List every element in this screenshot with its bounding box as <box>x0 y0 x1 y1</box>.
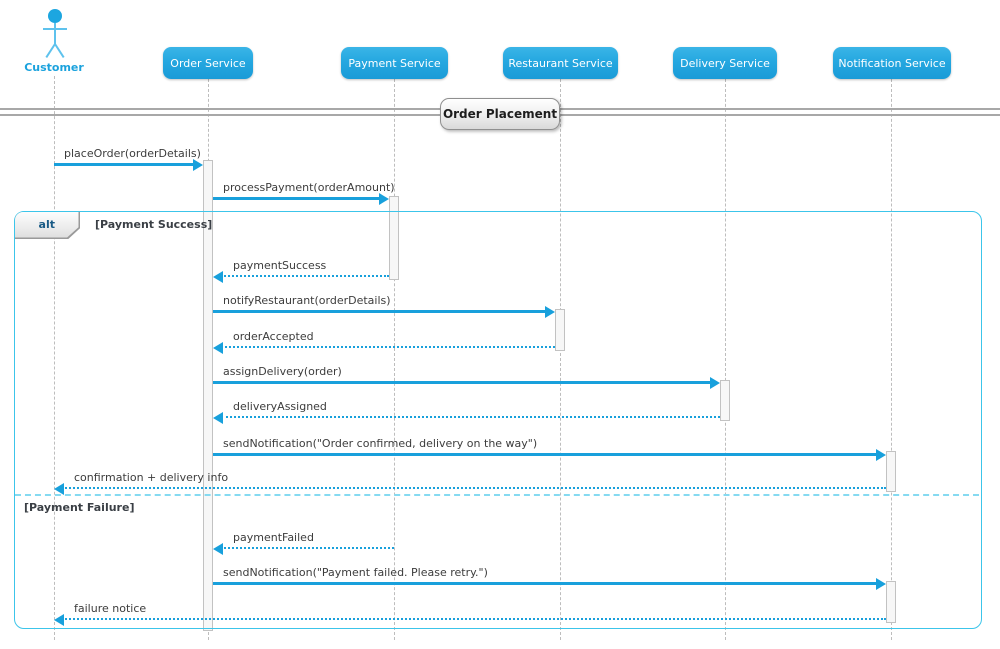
alt-frame <box>14 211 982 629</box>
message-order-accepted: orderAccepted <box>213 330 555 354</box>
arrowhead-right-icon <box>193 158 203 171</box>
message-confirmation-delivery-info: confirmation + delivery info <box>54 471 886 495</box>
message-send-notification-confirmed: sendNotification("Order confirmed, deliv… <box>213 437 886 461</box>
actor-leg-right <box>54 43 65 58</box>
lifeline-customer <box>54 76 55 640</box>
call-arrow-line <box>213 582 879 585</box>
activation-delivery-service <box>720 380 730 421</box>
message-label: sendNotification("Payment failed. Please… <box>223 566 488 579</box>
message-send-notification-failed: sendNotification("Payment failed. Please… <box>213 566 886 590</box>
activation-payment-service <box>389 196 399 280</box>
guard-payment-failure: [Payment Failure] <box>24 501 135 514</box>
message-label: deliveryAssigned <box>233 400 327 413</box>
activation-notification-service-1 <box>886 451 896 492</box>
return-arrow-line <box>221 346 555 348</box>
message-label: confirmation + delivery info <box>74 471 229 484</box>
guard-payment-success: [Payment Success] <box>95 218 213 231</box>
arrowhead-right-icon <box>710 376 720 389</box>
message-label: assignDelivery(order) <box>223 365 342 378</box>
message-label: failure notice <box>74 602 147 615</box>
return-arrow-line <box>221 547 394 549</box>
return-arrow-line <box>221 275 389 277</box>
return-arrow-line <box>62 487 886 489</box>
message-label: sendNotification("Order confirmed, deliv… <box>223 437 538 450</box>
alt-frame-divider <box>15 494 979 496</box>
arrowhead-right-icon <box>379 192 389 205</box>
actor-icon <box>48 9 62 23</box>
call-arrow-line <box>54 163 196 166</box>
message-payment-failed: paymentFailed <box>213 531 394 555</box>
participant-payment-service: Payment Service <box>341 47 448 79</box>
participant-restaurant-service: Restaurant Service <box>503 47 618 79</box>
message-payment-success: paymentSuccess <box>213 259 389 283</box>
arrowhead-left-icon <box>54 482 64 495</box>
return-arrow-line <box>62 618 886 620</box>
message-label: notifyRestaurant(orderDetails) <box>223 294 391 307</box>
message-assign-delivery: assignDelivery(order) <box>213 365 720 389</box>
actor-label: Customer <box>24 61 84 74</box>
arrowhead-left-icon <box>213 542 223 555</box>
message-label: paymentFailed <box>233 531 314 544</box>
return-arrow-line <box>221 416 720 418</box>
arrowhead-left-icon <box>213 411 223 424</box>
lifeline-payment-service <box>394 79 395 640</box>
activation-restaurant-service <box>555 309 565 351</box>
arrowhead-right-icon <box>876 577 886 590</box>
message-process-payment: processPayment(orderAmount) <box>213 181 395 205</box>
message-label: paymentSuccess <box>233 259 327 272</box>
divider-title: Order Placement <box>440 98 560 130</box>
message-failure-notice: failure notice <box>54 602 886 626</box>
arrowhead-left-icon <box>54 613 64 626</box>
message-notify-restaurant: notifyRestaurant(orderDetails) <box>213 294 555 318</box>
lifeline-restaurant-service <box>560 79 561 640</box>
activation-notification-service-2 <box>886 581 896 623</box>
lifeline-notification-service <box>891 79 892 640</box>
lifeline-delivery-service <box>725 79 726 640</box>
message-place-order: placeOrder(orderDetails) <box>54 147 203 171</box>
arrowhead-left-icon <box>213 270 223 283</box>
activation-order-service <box>203 160 213 631</box>
participant-order-service: Order Service <box>163 47 253 79</box>
call-arrow-line <box>213 381 713 384</box>
call-arrow-line <box>213 453 879 456</box>
alt-operator-label: alt <box>15 212 79 238</box>
message-delivery-assigned: deliveryAssigned <box>213 400 720 424</box>
actor-arms <box>43 28 67 30</box>
actor-body <box>54 23 56 45</box>
message-label: orderAccepted <box>233 330 314 343</box>
arrowhead-left-icon <box>213 341 223 354</box>
arrowhead-right-icon <box>876 448 886 461</box>
message-label: processPayment(orderAmount) <box>223 181 395 194</box>
participant-notification-service: Notification Service <box>833 47 951 79</box>
alt-operator-tab: alt <box>15 212 80 239</box>
message-label: placeOrder(orderDetails) <box>64 147 201 160</box>
call-arrow-line <box>213 197 382 200</box>
call-arrow-line <box>213 310 548 313</box>
arrowhead-right-icon <box>545 305 555 318</box>
participant-delivery-service: Delivery Service <box>673 47 777 79</box>
